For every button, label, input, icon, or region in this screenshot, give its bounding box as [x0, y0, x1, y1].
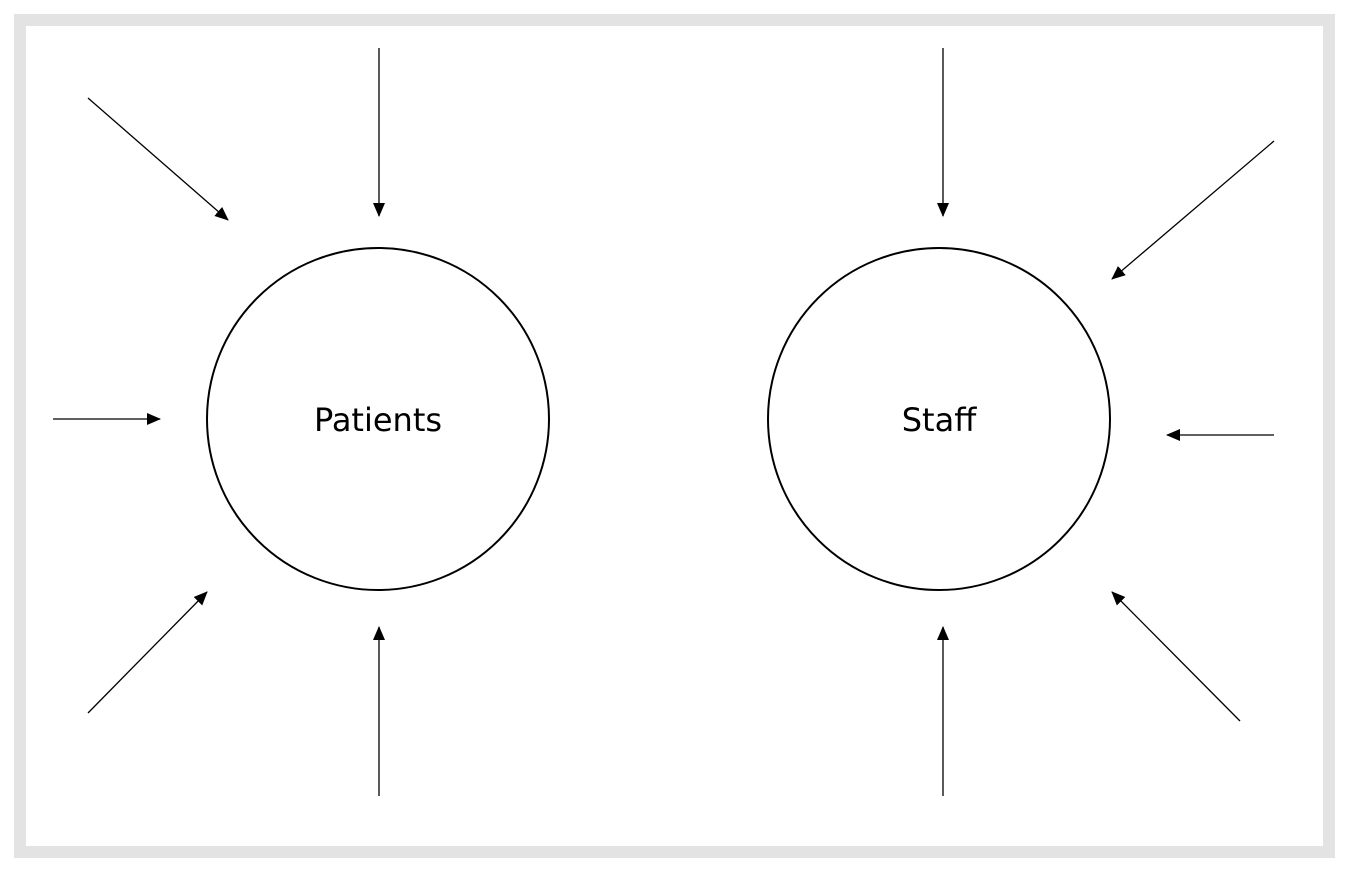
staff-arrow-top-right	[1111, 140, 1275, 280]
patients-circle	[206, 247, 550, 591]
staff-arrow-bottom-right	[1111, 591, 1241, 722]
staff-node: Staff	[767, 247, 1111, 591]
patients-arrow-top-left	[87, 97, 229, 221]
staff-circle	[767, 247, 1111, 591]
staff-label: Staff	[902, 401, 977, 439]
patients-arrow-bottom-left	[87, 591, 208, 714]
patients-label: Patients	[314, 401, 442, 439]
patients-node: Patients	[206, 247, 550, 591]
